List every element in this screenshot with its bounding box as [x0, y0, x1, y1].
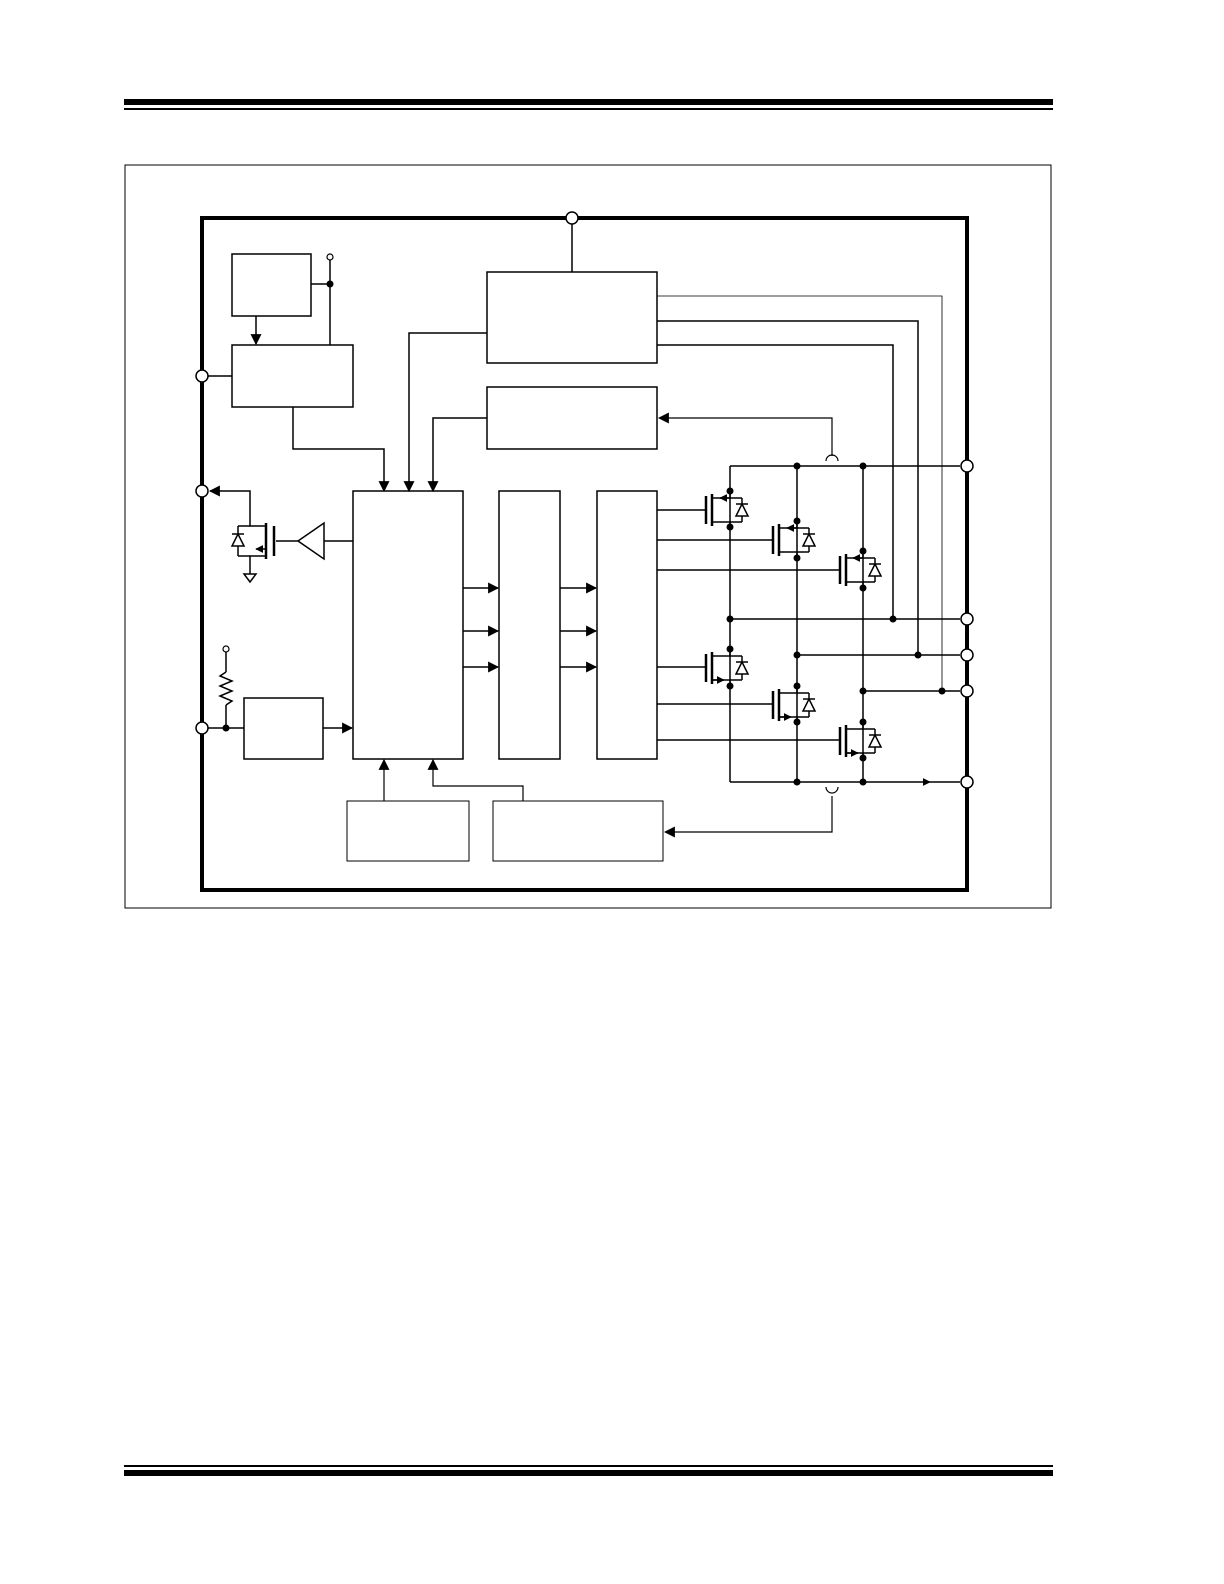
right-pin-5 [960, 775, 974, 789]
mosfet-low-a [704, 649, 750, 686]
sense-lines [657, 295, 943, 691]
bottom-left-block [346, 800, 470, 862]
middle-center-block [486, 386, 658, 450]
input-pullup [207, 652, 354, 734]
chip-outline [200, 216, 969, 892]
feedback-lines [657, 412, 839, 838]
mosfet-low-c [838, 722, 883, 758]
top-center-block [486, 271, 658, 364]
control-logic-block [352, 490, 464, 760]
bottom-right-block [492, 800, 664, 862]
right-pin-2 [960, 612, 974, 626]
pre-driver-block [498, 490, 561, 760]
footer-rule-thin [124, 1465, 1053, 1467]
top-supply-pin [565, 211, 579, 225]
package-pins [195, 211, 974, 789]
gate-driver-block [596, 490, 658, 760]
left-pin-1 [195, 369, 209, 383]
right-pin-4 [960, 684, 974, 698]
gate-drive-lines [657, 509, 840, 741]
left-pin-3 [195, 721, 209, 735]
mosfet-high-a [704, 491, 750, 527]
junction-dots [726, 462, 946, 786]
right-pin-3 [960, 648, 974, 662]
logic-to-predriver-arrows [463, 582, 598, 673]
bottom-block-arrows [378, 758, 524, 801]
left-pin-2 [195, 484, 209, 498]
mosfet-high-b [771, 521, 817, 558]
regulator-block [231, 344, 354, 408]
figure-frame [124, 164, 1052, 909]
mosfet-low-b [771, 686, 817, 722]
right-pin-1 [960, 459, 974, 473]
open-drain-output [208, 485, 353, 584]
mosfet-high-c [838, 551, 883, 588]
top-left-block [231, 253, 312, 317]
header-rule-thin [124, 108, 1053, 110]
header-rule-thick [124, 99, 1053, 105]
footer-rule-thick [124, 1470, 1053, 1476]
input-block [243, 697, 324, 760]
upper-left-wiring [207, 224, 573, 493]
